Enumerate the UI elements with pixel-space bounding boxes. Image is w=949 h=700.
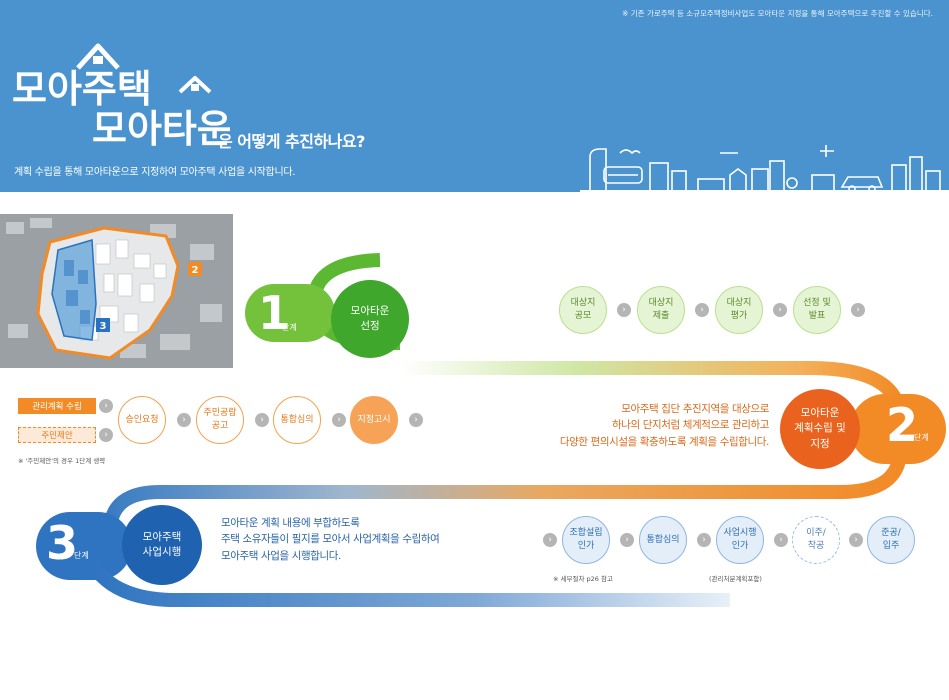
plan-establish-pill: 관리계획 수립 — [18, 398, 96, 414]
moa-logo: 모아주택 모아타운 — [12, 43, 230, 150]
chevron-right-icon: › — [695, 303, 709, 317]
chevron-right-icon: › — [255, 413, 269, 427]
logo-line1: 모아주택 — [12, 67, 152, 111]
stage2-step-4: 지정고시 — [350, 396, 398, 444]
stage3-step-1: 조합설립 인가 — [562, 516, 610, 564]
stage3-step-4: 이주/ 착공 — [792, 516, 840, 564]
stage3-title-circle: 모아주택 사업시행 — [122, 505, 202, 585]
question-text: 은 어떻게 추진하나요? — [218, 132, 365, 151]
resident-proposal-pill: 주민제안 — [18, 427, 96, 443]
stage1-step-3: 대상지 평가 — [715, 286, 763, 334]
chevron-right-icon: › — [620, 533, 634, 547]
stage1-step-2: 대상지 제출 — [637, 286, 685, 334]
map-label-3: 3 — [100, 321, 107, 332]
stage1-step-4: 선정 및 발표 — [793, 286, 841, 334]
page-header: ※ 기존 가로주택 등 소규모주택정비사업도 모아타운 지정을 통해 모아주택으… — [0, 0, 949, 192]
chevron-right-icon: › — [697, 533, 711, 547]
stage2-note: ※ '주민제안'의 경우 1단계 생략 — [18, 457, 106, 465]
moa-town-aerial-map: 2 3 — [0, 214, 233, 368]
chevron-right-icon: › — [849, 533, 863, 547]
stage3-description: 모아타운 계획 내용에 부합하도록 주택 소유자들이 필지를 모아서 사업계획을… — [221, 517, 440, 562]
stage3-note-2: (관리처분계획포함) — [709, 575, 762, 583]
stage3-step-3: 사업시행 인가 — [716, 516, 764, 564]
chevron-right-icon: › — [617, 303, 631, 317]
stage2-step-2: 주민공람 공고 — [196, 396, 244, 444]
stage2-step-3: 통합심의 — [273, 396, 321, 444]
map-label-2: 2 — [192, 265, 199, 276]
chevron-right-icon: › — [773, 303, 787, 317]
chevron-right-icon: › — [177, 413, 191, 427]
stage1-number: 1 — [258, 286, 291, 340]
logo-line2: 모아타운 — [92, 107, 230, 150]
top-note: ※ 기존 가로주택 등 소규모주택정비사업도 모아타운 지정을 통해 모아주택으… — [622, 9, 933, 18]
stage2-title-circle: 모아타운 계획수립 및 지정 — [780, 389, 860, 469]
stage3-step-2: 통합심의 — [639, 516, 687, 564]
stage3-number: 3 — [46, 516, 79, 570]
chevron-right-icon: › — [332, 413, 346, 427]
chevron-right-icon: › — [774, 533, 788, 547]
stage2-step-1: 승인요청 — [118, 396, 166, 444]
chevron-right-icon: › — [851, 303, 865, 317]
subtitle-text: 계획 수립을 통해 모아타운으로 지정하여 모아주택 사업을 시작합니다. — [14, 167, 296, 178]
stage2-label: 단계 — [914, 433, 929, 442]
stage3-step-5: 준공/ 입주 — [867, 516, 915, 564]
process-ribbon — [36, 246, 946, 607]
city-skyline-icon — [580, 145, 949, 192]
stage1-step-1: 대상지 공모 — [559, 286, 607, 334]
chevron-right-icon: › — [543, 533, 557, 547]
stage1-title-circle: 모아타운 선정 — [331, 280, 409, 358]
chevron-right-icon: › — [99, 428, 113, 442]
stage1-label: 단계 — [282, 323, 297, 332]
chevron-right-icon: › — [99, 399, 113, 413]
stage2-description: 모아주택 집단 추진지역을 대상으로 하나의 단지처럼 체계적으로 관리하고 다… — [559, 403, 770, 448]
stage3-label: 단계 — [74, 551, 89, 560]
chevron-right-icon: › — [409, 413, 423, 427]
stage2-number: 2 — [886, 398, 919, 452]
stage3-note-1: ※ 세부절차 p26 참고 — [553, 575, 613, 583]
